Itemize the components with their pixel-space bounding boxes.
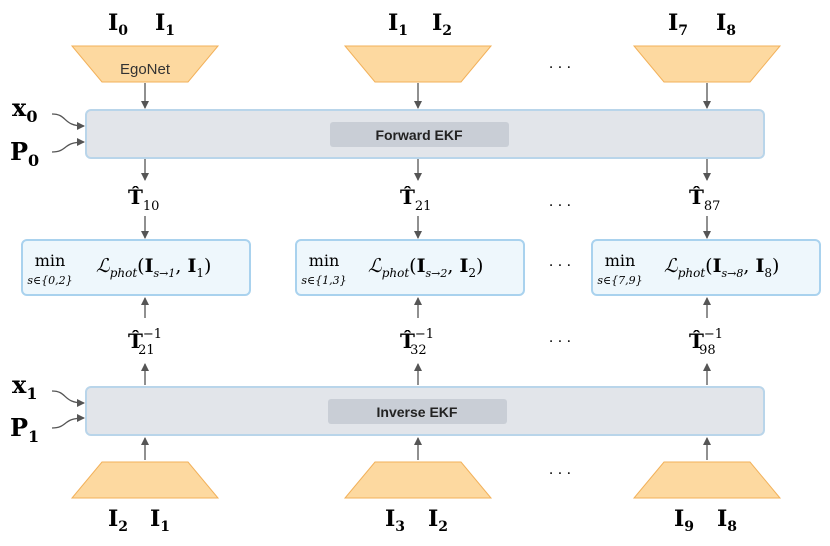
loss-2-expression: ℒphot(Is→2, I2) xyxy=(368,255,483,280)
bottom-encoder-1 xyxy=(70,461,220,499)
ellipsis-loss: · · · xyxy=(549,258,571,274)
transform-t10: T̂10 xyxy=(128,185,159,214)
bottom-input-3-b: I8 xyxy=(717,506,737,535)
top-input-pair-3: I7 I8 xyxy=(668,10,736,39)
top-input-pair-2: I1 I2 xyxy=(388,10,452,39)
state-x1: x1 xyxy=(12,370,37,403)
loss-1-expression: ℒphot(Is→1, I1) xyxy=(96,255,211,280)
top-input-1-b: I1 xyxy=(155,10,175,39)
bottom-encoder-2 xyxy=(343,461,493,499)
bottom-encoder-3 xyxy=(632,461,782,499)
bottom-input-2-a: I3 xyxy=(385,506,405,535)
egonet-encoder-2 xyxy=(343,45,493,83)
loss-box-3 xyxy=(591,239,821,296)
inverse-ekf-label: Inverse EKF xyxy=(377,404,458,420)
ellipsis-forward-transforms: · · · xyxy=(549,198,571,214)
bottom-input-1-a: I2 xyxy=(108,506,128,535)
loss-2-min: min xyxy=(309,251,340,270)
ellipsis-top: · · · xyxy=(549,60,571,76)
egonet-label: EgoNet xyxy=(120,61,171,78)
bottom-input-3-a: I9 xyxy=(674,506,694,535)
top-input-2-b: I2 xyxy=(432,10,452,39)
bottom-input-pair-1: I2 I1 xyxy=(108,506,170,535)
loss-3-set: s∈{7,9} xyxy=(597,274,642,287)
loss-2-set: s∈{1,3} xyxy=(301,274,346,287)
loss-1-min: min xyxy=(35,251,66,270)
egonet-encoder-1 xyxy=(70,45,220,83)
bottom-input-2-b: I2 xyxy=(428,506,448,535)
state-p0: P0 xyxy=(10,137,39,170)
ellipsis-bottom: · · · xyxy=(549,466,571,482)
loss-3-expression: ℒphot(Is→8, I8) xyxy=(664,255,779,280)
loss-3-min: min xyxy=(605,251,636,270)
ellipsis-inverse-transforms: · · · xyxy=(549,334,571,350)
transform-t87: T̂87 xyxy=(689,185,720,214)
loss-box-2 xyxy=(295,239,525,296)
bottom-input-pair-3: I9 I8 xyxy=(674,506,737,535)
loss-box-1 xyxy=(21,239,251,296)
loss-1-set: s∈{0,2} xyxy=(27,274,72,287)
forward-ekf-label-bg xyxy=(330,122,509,147)
transform-t21: T̂21 xyxy=(400,185,431,214)
top-input-1-a: I0 xyxy=(108,10,128,39)
top-input-3-a: I7 xyxy=(668,10,688,39)
forward-ekf-label: Forward EKF xyxy=(375,127,463,143)
arrow-p1-inverse xyxy=(51,414,85,429)
arrow-x1-inverse xyxy=(51,390,85,407)
top-input-3-b: I8 xyxy=(716,10,736,39)
top-input-2-a: I1 xyxy=(388,10,408,39)
inverse-ekf-label-bg xyxy=(328,399,507,424)
bottom-input-pair-2: I3 I2 xyxy=(385,506,448,535)
top-input-pair-1: I0 I1 xyxy=(108,10,175,39)
bottom-input-1-b: I1 xyxy=(150,506,170,535)
state-p1: P1 xyxy=(10,413,39,446)
arrow-x0-forward xyxy=(51,113,85,130)
state-x0: x0 xyxy=(12,93,37,126)
arrow-p0-forward xyxy=(51,138,85,153)
egonet-encoder-3 xyxy=(632,45,782,83)
